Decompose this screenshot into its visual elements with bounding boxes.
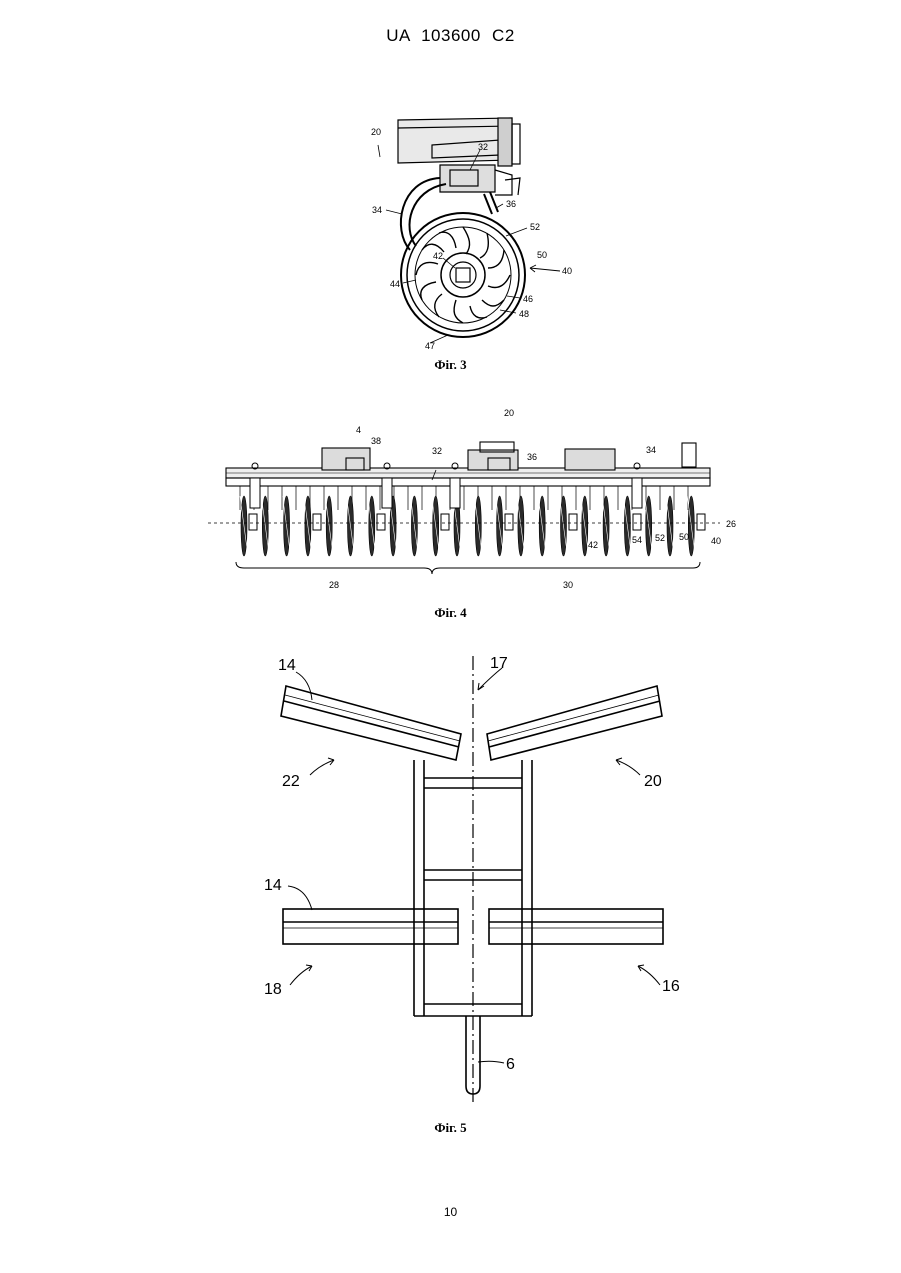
ref-label: 42	[588, 540, 598, 550]
figure-5-labels: 14 17 22 20 14 18 16 6	[264, 655, 680, 1073]
ref-label: 42	[433, 251, 443, 261]
figure-5-caption: Фіг. 5	[0, 1120, 901, 1136]
ref-label: 32	[478, 142, 488, 152]
figure-4-caption: Фіг. 4	[0, 605, 901, 621]
ref-label: 28	[329, 580, 339, 590]
ref-label: 52	[530, 222, 540, 232]
ref-label: 17	[490, 655, 508, 672]
figure-5-drawing	[281, 656, 663, 1105]
ref-label: 54	[632, 535, 642, 545]
ref-label: 6	[506, 1056, 515, 1073]
ref-label: 20	[504, 408, 514, 418]
ref-label: 26	[726, 519, 736, 529]
ref-label: 20	[644, 773, 662, 790]
ref-label: 16	[662, 978, 680, 995]
ref-label: 46	[523, 294, 533, 304]
ref-label: 32	[432, 446, 442, 456]
ref-label: 14	[278, 657, 296, 674]
page-number: 10	[0, 1205, 901, 1219]
ref-label: 34	[646, 445, 656, 455]
ref-label: 22	[282, 773, 300, 790]
ref-label: 48	[519, 309, 529, 319]
ref-label: 50	[679, 532, 689, 542]
ref-label: 34	[372, 205, 382, 215]
ref-label: 4	[356, 425, 361, 435]
ref-label: 40	[562, 266, 572, 276]
ref-label: 14	[264, 877, 282, 894]
ref-label: 47	[425, 341, 435, 351]
ref-label: 20	[371, 127, 381, 137]
ref-label: 44	[390, 279, 400, 289]
ref-label: 38	[371, 436, 381, 446]
figure-4-drawing	[208, 442, 720, 574]
ref-label: 30	[563, 580, 573, 590]
figure-3-caption: Фіг. 3	[0, 357, 901, 373]
ref-label: 52	[655, 533, 665, 543]
ref-label: 36	[506, 199, 516, 209]
ref-label: 18	[264, 981, 282, 998]
ref-label: 36	[527, 452, 537, 462]
ref-label: 50	[537, 250, 547, 260]
ref-label: 40	[711, 536, 721, 546]
